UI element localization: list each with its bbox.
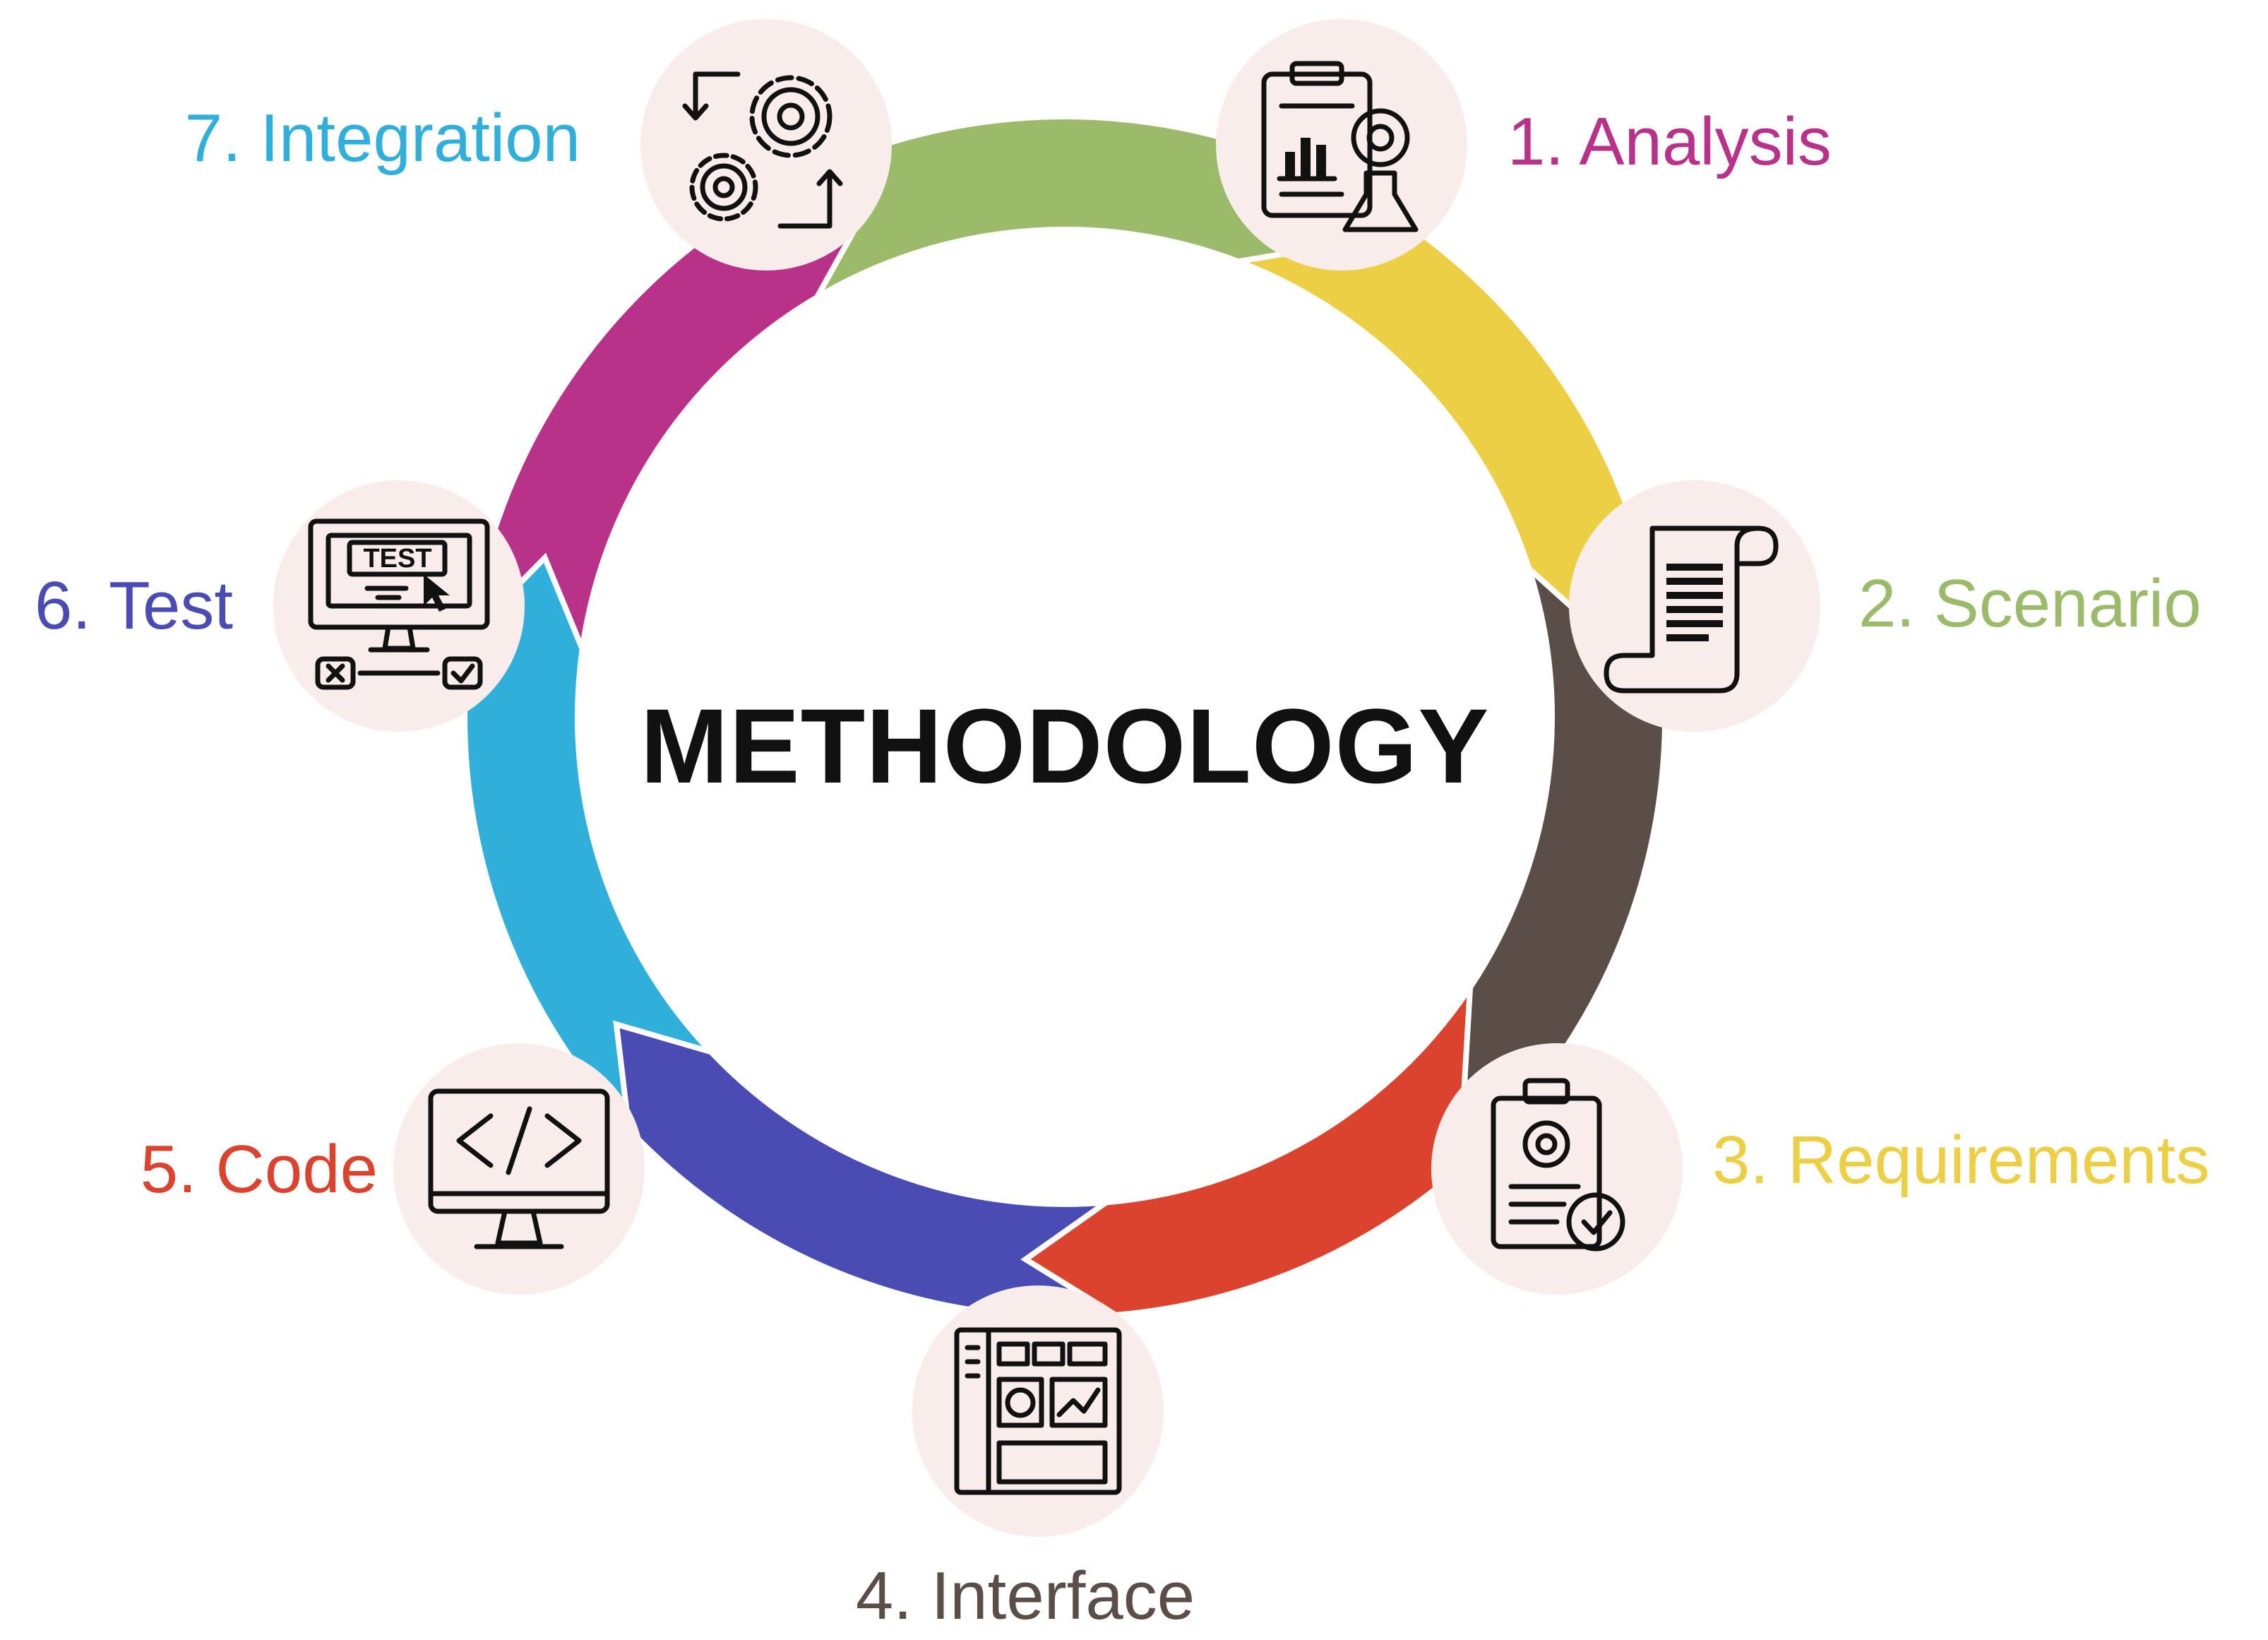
analysis-report-icon: [1261, 61, 1419, 232]
icon-circle-code: [393, 1043, 645, 1295]
icon-circle-analysis: [1216, 19, 1467, 271]
gears-integration-icon: [682, 71, 843, 229]
code-monitor-icon: [428, 1088, 610, 1249]
diagram-title: METHODOLOGY: [640, 687, 1490, 805]
step-scenario: 2. Scenario: [1569, 480, 2202, 732]
step-analysis: 1. Analysis: [1216, 19, 1832, 271]
scroll-script-icon: [1604, 525, 1779, 694]
step-requirements: 3. Requirements: [1431, 1043, 2209, 1295]
step-label-interface: 4. Interface: [856, 1558, 1195, 1634]
step-label-analysis: 1. Analysis: [1508, 104, 1832, 179]
step-integration: 7. Integration: [185, 19, 892, 271]
step-interface: 4. Interface: [856, 1285, 1195, 1634]
step-test: TEST 6. Test: [35, 480, 525, 732]
dashboard-interface-icon: [954, 1327, 1122, 1495]
step-label-code: 5. Code: [141, 1131, 378, 1207]
ring-segment-test: [613, 1020, 1125, 1320]
step-code: 5. Code: [141, 1043, 645, 1295]
step-label-test: 6. Test: [35, 568, 233, 643]
step-label-scenario: 2. Scenario: [1858, 566, 2202, 641]
step-label-integration: 7. Integration: [185, 100, 580, 176]
icon-circle-interface: [912, 1285, 1164, 1537]
test-monitor-icon: TEST: [308, 518, 490, 690]
cycle-ring: [462, 114, 1668, 1320]
svg-text:TEST: TEST: [363, 544, 431, 574]
clipboard-check-icon: [1491, 1078, 1625, 1252]
step-label-requirements: 3. Requirements: [1712, 1122, 2209, 1198]
